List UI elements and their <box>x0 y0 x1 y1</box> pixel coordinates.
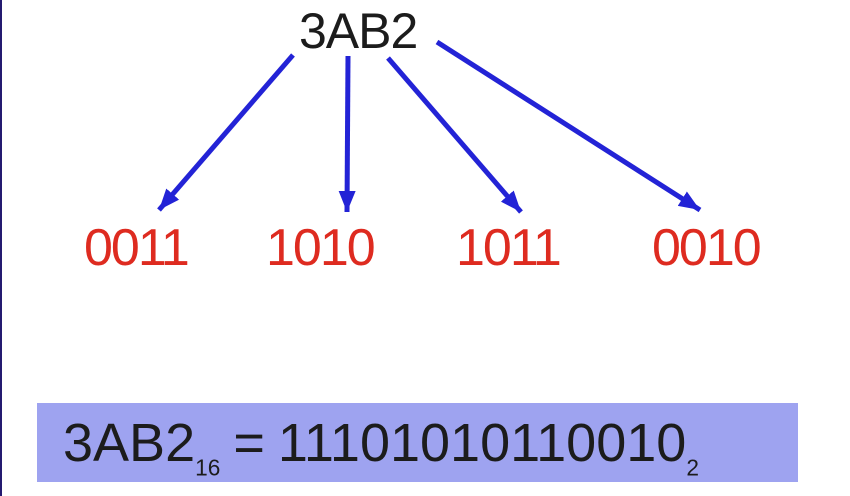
arrow-to-nibble-1 <box>157 53 295 212</box>
binary-nibble-2: 1010 <box>266 219 376 277</box>
binary-nibble-1: 0011 <box>84 219 190 277</box>
result-binary-base-subscript: 2 <box>686 454 699 481</box>
binary-nibble-4: 0010 <box>652 219 762 277</box>
hex-number-title: 3AB2 <box>299 3 418 59</box>
arrow-to-nibble-2 <box>338 55 356 213</box>
equals-sign: = <box>233 413 265 473</box>
result-equation: 3AB216 =111010101100102 <box>63 416 699 495</box>
result-binary-value: 11101010110010 <box>277 413 687 473</box>
left-edge-line <box>0 0 2 496</box>
binary-nibble-3: 1011 <box>456 219 562 277</box>
arrow-to-nibble-3 <box>386 56 523 214</box>
result-equation-box: 3AB216 =111010101100102 <box>37 403 798 482</box>
result-hex-value: 3AB2 <box>63 413 196 473</box>
arrow-to-nibble-4 <box>435 39 702 213</box>
result-hex-base-subscript: 16 <box>195 454 221 481</box>
